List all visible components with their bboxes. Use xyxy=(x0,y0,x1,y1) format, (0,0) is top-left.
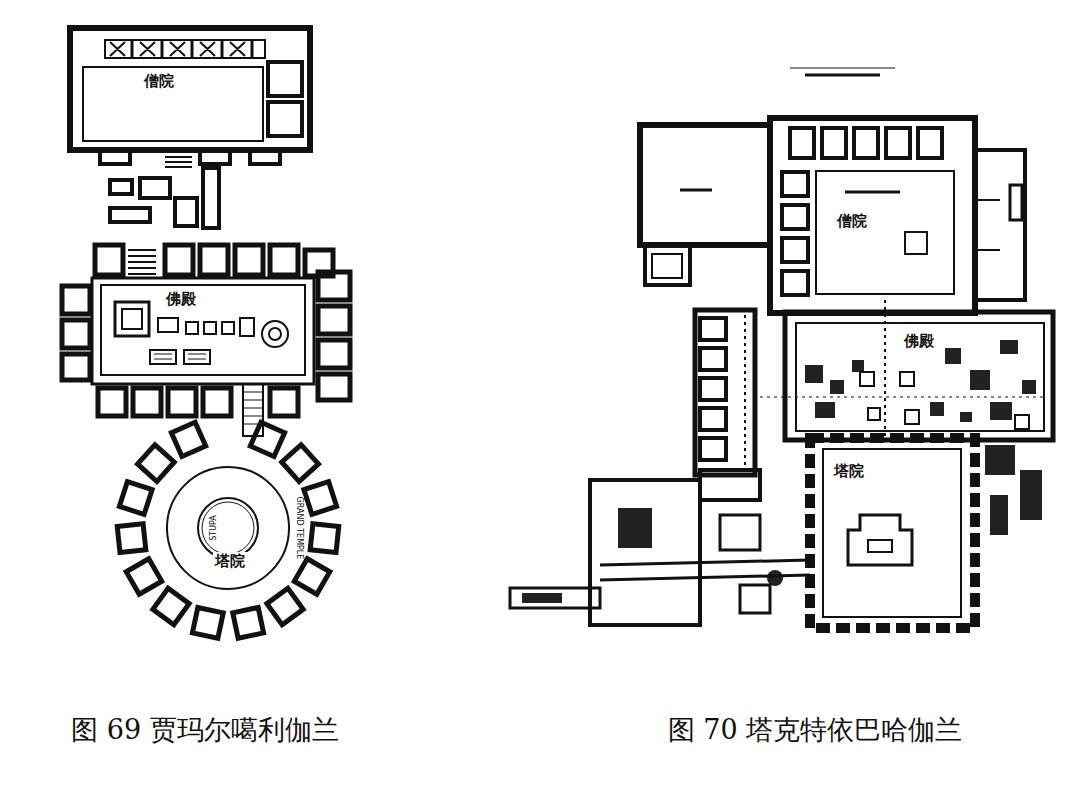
plan-note: GRAND TEMPLE xyxy=(295,496,304,561)
area-label: 佛殿 xyxy=(902,332,936,350)
hall-court: 佛殿 xyxy=(795,322,1045,432)
monastery-court: 僧院 xyxy=(815,170,955,295)
area-label: 僧院 xyxy=(835,212,869,230)
figure-caption: 图 69 贾玛尔噶利伽兰 xyxy=(71,715,339,745)
monastery-court: 僧院 xyxy=(82,66,264,142)
stupa-court: 塔院 xyxy=(166,466,290,590)
hall-court: 佛殿 xyxy=(100,284,306,376)
area-label: 僧院 xyxy=(142,72,176,90)
area-label: 塔院 xyxy=(213,552,247,570)
plan-note: STUPA xyxy=(210,514,219,542)
stupa-court: 塔院 xyxy=(822,448,962,618)
area-label: 佛殿 xyxy=(164,290,198,308)
figure-caption: 图 70 塔克特依巴哈伽兰 xyxy=(668,715,963,745)
area-label: 塔院 xyxy=(832,462,866,480)
